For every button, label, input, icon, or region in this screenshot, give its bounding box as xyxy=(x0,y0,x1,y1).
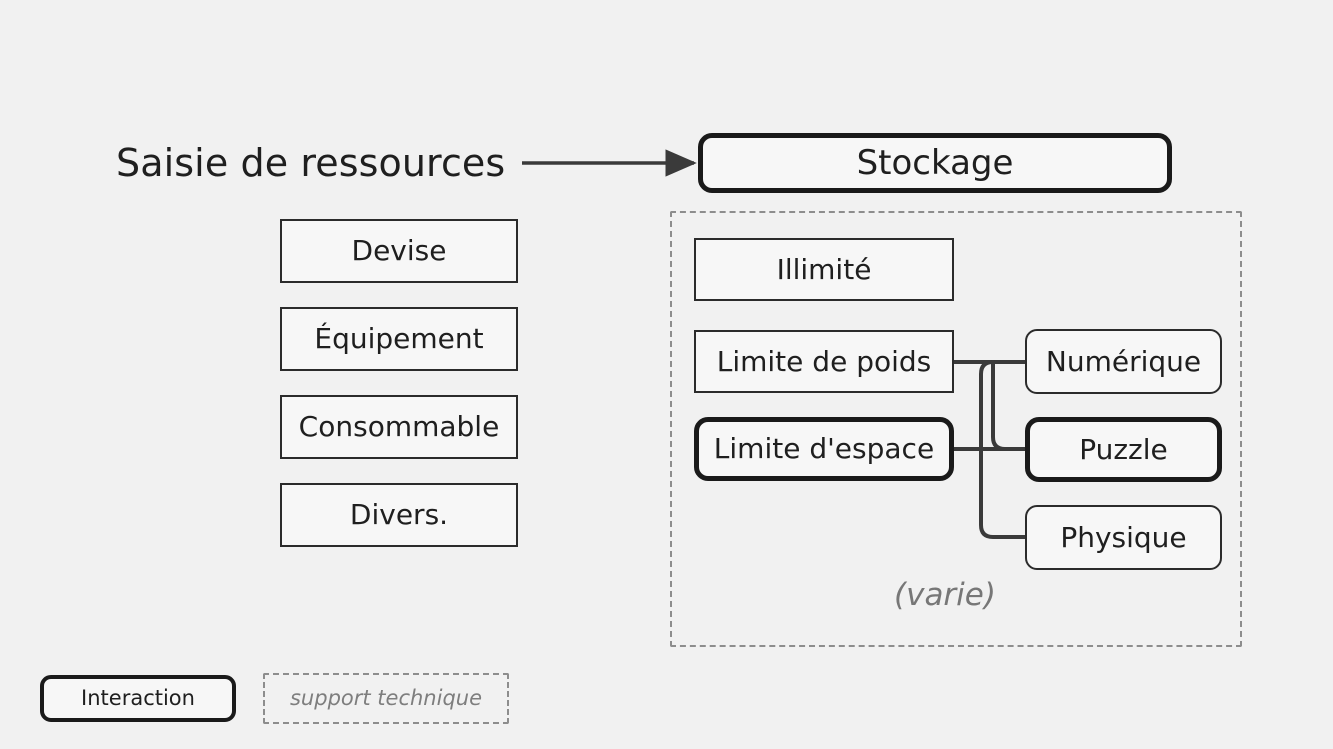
node-devise: Devise xyxy=(280,219,518,283)
node-puzzle[interactable]: Puzzle xyxy=(1025,417,1222,482)
connector-bus-vertical xyxy=(990,360,1007,451)
node-limite-de-poids: Limite de poids xyxy=(694,330,954,393)
node-illimite: Illimité xyxy=(694,238,954,301)
group-note-varie: (varie) xyxy=(894,577,996,613)
node-limite-d-espace[interactable]: Limite d'espace xyxy=(694,417,954,481)
node-numerique: Numérique xyxy=(1025,329,1222,394)
connector-bus-trunk xyxy=(979,360,1027,539)
node-divers: Divers. xyxy=(280,483,518,547)
page-title: Saisie de ressources xyxy=(116,141,506,185)
node-equipement: Équipement xyxy=(280,307,518,371)
legend-interaction: Interaction xyxy=(40,675,236,722)
node-consommable: Consommable xyxy=(280,395,518,459)
support-technique-group xyxy=(670,211,1242,647)
legend-support-technique: support technique xyxy=(263,673,509,724)
node-physique: Physique xyxy=(1025,505,1222,570)
node-stockage[interactable]: Stockage xyxy=(698,133,1172,193)
